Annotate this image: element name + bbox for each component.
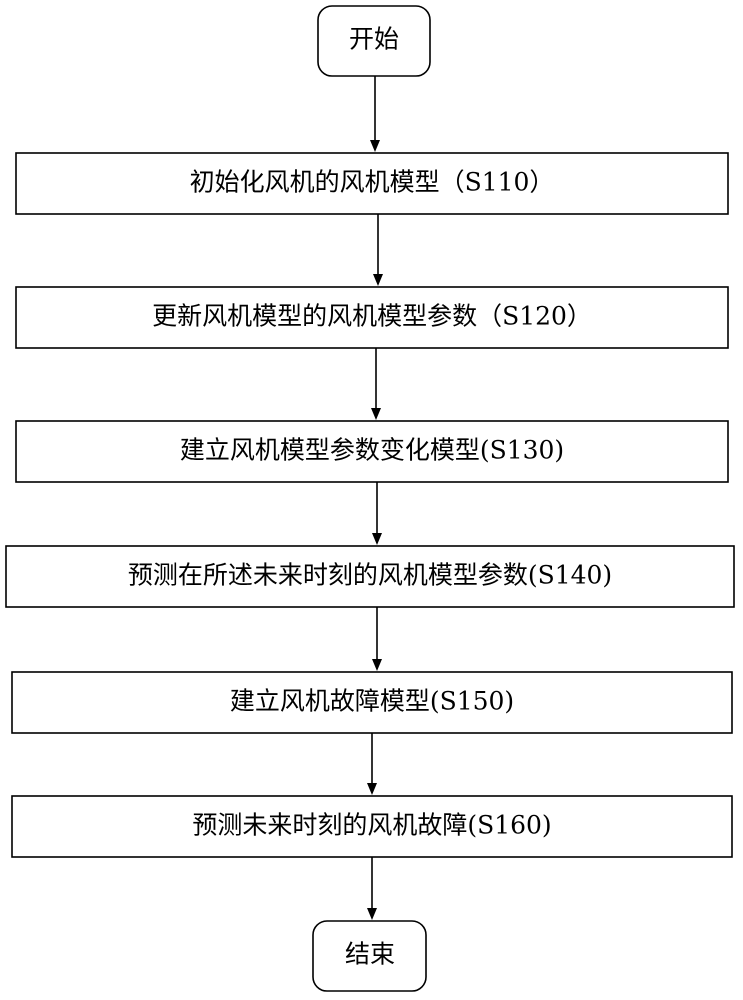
connector-s160-to-end bbox=[367, 857, 377, 920]
start-node-label: 开始 bbox=[349, 25, 399, 54]
end-node-label: 结束 bbox=[345, 940, 395, 969]
arrowhead-icon bbox=[372, 659, 382, 671]
process-step-s150-label: 建立风机故障模型(S150) bbox=[230, 687, 514, 716]
connector-s130-to-s140 bbox=[372, 482, 382, 545]
start-node: 开始 bbox=[317, 5, 431, 77]
process-step-s110: 初始化风机的风机模型（S110） bbox=[15, 152, 729, 215]
connector-s150-to-s160 bbox=[367, 733, 377, 795]
connector-s140-to-s150 bbox=[372, 607, 382, 671]
process-step-s140: 预测在所述未来时刻的风机模型参数(S140) bbox=[5, 545, 735, 608]
process-step-s110-label: 初始化风机的风机模型（S110） bbox=[190, 168, 555, 197]
arrowhead-icon bbox=[373, 274, 383, 286]
process-step-s140-label: 预测在所述未来时刻的风机模型参数(S140) bbox=[128, 561, 612, 590]
arrowhead-icon bbox=[372, 533, 382, 545]
process-step-s130-box bbox=[15, 420, 729, 483]
process-step-s130: 建立风机模型参数变化模型(S130) bbox=[15, 420, 729, 483]
process-step-s110-box bbox=[15, 152, 729, 215]
start-node-shape bbox=[317, 5, 431, 77]
process-step-s120-box bbox=[15, 286, 729, 349]
process-step-s160: 预测未来时刻的风机故障(S160) bbox=[11, 795, 733, 858]
connector-start-to-s110 bbox=[370, 76, 380, 152]
process-step-s140-box bbox=[5, 545, 735, 608]
process-step-s120-label: 更新风机模型的风机模型参数（S120） bbox=[152, 302, 592, 331]
process-step-s160-label: 预测未来时刻的风机故障(S160) bbox=[192, 811, 551, 840]
connector-s120-to-s130 bbox=[371, 348, 381, 420]
arrowhead-icon bbox=[367, 783, 377, 795]
arrowhead-icon bbox=[371, 408, 381, 420]
end-node: 结束 bbox=[312, 920, 427, 992]
end-node-shape bbox=[312, 920, 427, 992]
arrowhead-icon bbox=[367, 908, 377, 920]
arrowhead-icon bbox=[370, 140, 380, 152]
process-step-s150: 建立风机故障模型(S150) bbox=[11, 671, 733, 734]
process-step-s130-label: 建立风机模型参数变化模型(S130) bbox=[180, 436, 564, 465]
process-step-s120: 更新风机模型的风机模型参数（S120） bbox=[15, 286, 729, 349]
connector-s110-to-s120 bbox=[373, 214, 383, 286]
